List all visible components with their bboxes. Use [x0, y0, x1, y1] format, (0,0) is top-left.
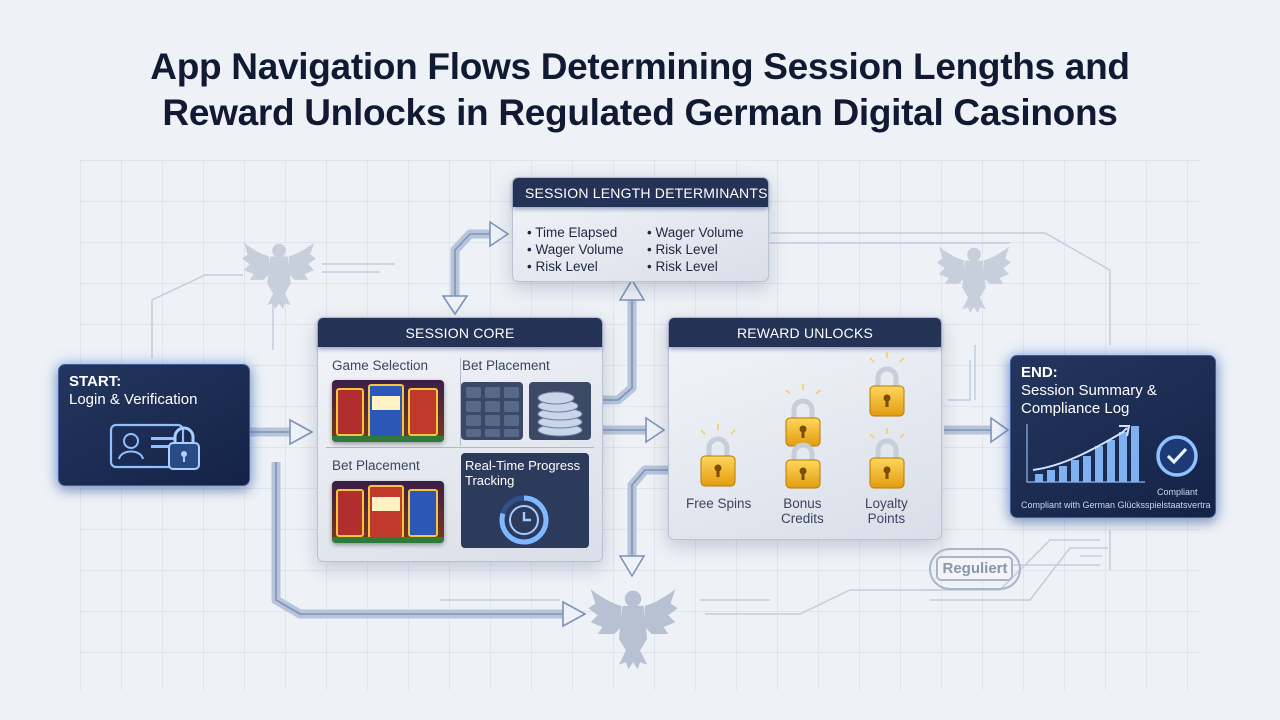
- list-item: • Time Elapsed: [527, 225, 618, 240]
- game-selection-label: Game Selection: [332, 358, 429, 373]
- checkmark-badge-icon: [1156, 435, 1198, 477]
- list-item: • Risk Level: [527, 259, 598, 274]
- lock-icon: [785, 442, 821, 489]
- divider: [460, 358, 461, 446]
- lock-icon: [869, 352, 905, 417]
- start-sublabel: Login & Verification: [69, 391, 198, 408]
- federal-eagle-icon: [241, 242, 317, 310]
- lock-icon: [869, 428, 905, 489]
- progress-tracking-tile: Real-Time Progress Tracking: [461, 453, 589, 548]
- betting-keypad-chips-image: [461, 382, 591, 440]
- session-length-determinants-panel: SESSION LENGTH DETERMINANTS • Time Elaps…: [512, 177, 769, 282]
- end-sublabel: Compliance Log: [1021, 400, 1130, 417]
- list-item: • Risk Level: [647, 259, 718, 274]
- determinants-list-left: • Time Elapsed • Wager Volume • Risk Lev…: [527, 224, 624, 275]
- lock-icon: [785, 384, 821, 447]
- determinants-header: SESSION LENGTH DETERMINANTS: [513, 178, 768, 207]
- reward-unlocks-header: REWARD UNLOCKS: [669, 318, 941, 347]
- clock-progress-icon: [499, 495, 549, 545]
- bet-placement-label: Bet Placement: [462, 358, 550, 373]
- bet-placement-label: Bet Placement: [332, 458, 420, 473]
- end-sublabel: Session Summary &: [1021, 382, 1157, 399]
- regulated-badge: Reguliert: [929, 548, 1021, 590]
- id-card-lock-icon: [109, 423, 200, 470]
- compliance-footer: Compliant with German Glücksspielstaatsv…: [1021, 500, 1211, 510]
- reward-lock-icons: [700, 352, 905, 489]
- start-label: START:: [69, 373, 122, 390]
- slot-machines-image: [332, 380, 444, 442]
- federal-eagle-icon: [588, 589, 678, 670]
- divider: [326, 447, 594, 448]
- end-label: END:: [1021, 364, 1058, 381]
- page-title: App Navigation Flows Determining Session…: [150, 46, 1130, 133]
- start-node: START: Login & Verification: [58, 364, 250, 486]
- session-core-header: SESSION CORE: [318, 318, 602, 347]
- list-item: • Wager Volume: [647, 225, 744, 240]
- progress-tracking-label: Real-Time Progress Tracking: [465, 458, 581, 488]
- growth-bar-chart-icon: [1026, 424, 1145, 483]
- slot-machines-image: [332, 481, 444, 543]
- determinants-list-right: • Wager Volume • Risk Level • Risk Level: [647, 224, 744, 275]
- federal-eagle-icon: [936, 246, 1012, 314]
- session-core-panel: SESSION CORE Game Selection Bet Placemen…: [317, 317, 603, 562]
- compliant-label: Compliant: [1157, 487, 1198, 497]
- free-spins-label: Free Spins: [686, 496, 752, 511]
- list-item: • Risk Level: [647, 242, 718, 257]
- end-node: END: Session Summary & Compliance Log Co…: [1010, 355, 1216, 518]
- list-item: • Wager Volume: [527, 242, 624, 257]
- lock-icon: [700, 424, 736, 487]
